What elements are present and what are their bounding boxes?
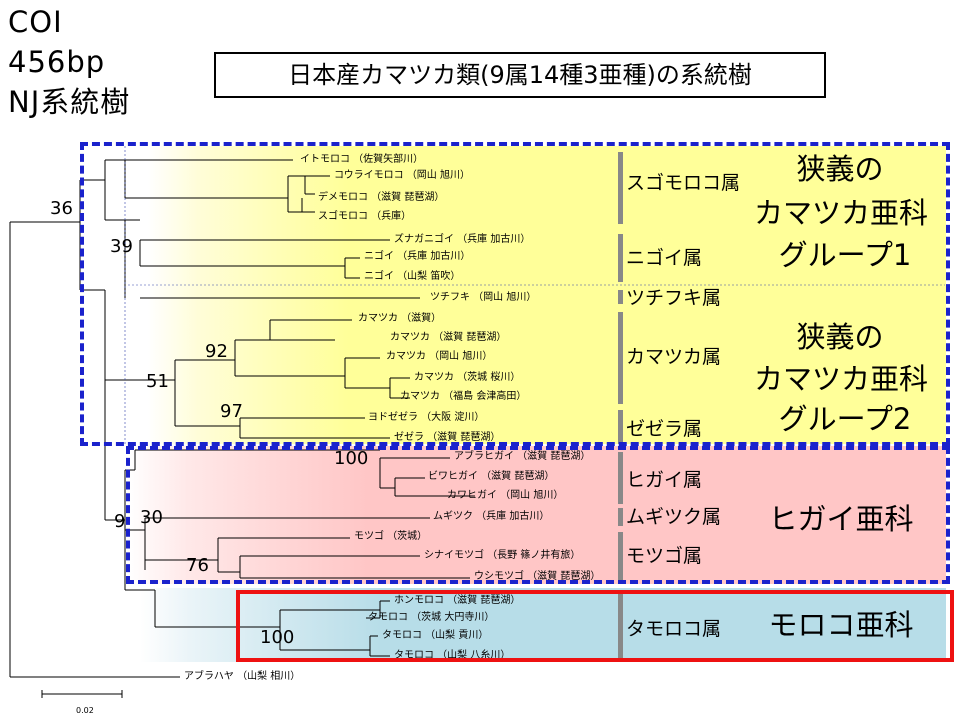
group-background-blue bbox=[140, 588, 946, 662]
taxon-label: ビワヒガイ （滋賀 琵琶湖） bbox=[428, 471, 555, 482]
taxon-label: ホンモロコ （滋賀 琵琶湖） bbox=[394, 595, 521, 606]
bootstrap-value: 36 bbox=[50, 198, 73, 219]
genus-bar-nigoi bbox=[618, 234, 623, 282]
taxon-label: イトモロコ （佐賀矢部川） bbox=[300, 154, 424, 165]
group-background-yellow bbox=[128, 146, 946, 444]
subfamily-label: カマツカ亜科 bbox=[753, 362, 928, 396]
genus-label: ゼゼラ属 bbox=[626, 418, 703, 440]
taxon-label: デメモロコ （滋賀 琵琶湖） bbox=[318, 192, 445, 203]
genus-label: タモロコ属 bbox=[626, 618, 722, 640]
subfamily-label: 狭義の bbox=[796, 152, 884, 186]
taxon-label: モツゴ （茨城） bbox=[354, 531, 428, 542]
genus-label: カマツカ属 bbox=[626, 346, 722, 368]
taxon-label: カマツカ （滋賀 琵琶湖） bbox=[390, 332, 507, 343]
bootstrap-value: 9 bbox=[114, 511, 126, 532]
genus-bar-zezera bbox=[618, 410, 623, 444]
subfamily-label: 狭義の bbox=[796, 320, 884, 354]
genus-bar-kamatsuka bbox=[618, 312, 623, 404]
genus-label: ムギツク属 bbox=[626, 506, 722, 528]
genus-bar-motsugo bbox=[618, 532, 623, 582]
group-frame-narrow-subfamily bbox=[80, 142, 950, 446]
group-background-pink bbox=[128, 446, 946, 584]
scale-bar-label: 0.02 bbox=[76, 706, 94, 715]
bootstrap-value: 30 bbox=[140, 507, 163, 528]
subfamily-label: グループ2 bbox=[778, 402, 912, 436]
taxon-label: カマツカ （滋賀） bbox=[358, 313, 442, 324]
taxon-label: ウシモツゴ （滋賀 琵琶湖） bbox=[474, 571, 601, 582]
bootstrap-value: 97 bbox=[220, 401, 243, 422]
subfamily-label: カマツカ亜科 bbox=[753, 196, 928, 230]
taxon-label: ヨドゼゼラ （大阪 淀川） bbox=[368, 412, 485, 423]
marker-label: COI bbox=[8, 5, 63, 39]
genus-bar-tamoroko bbox=[618, 594, 623, 658]
taxon-label: カワヒガイ （岡山 旭川） bbox=[447, 490, 564, 501]
genus-bar-sugomoroko bbox=[618, 152, 623, 224]
tree-branches bbox=[9, 146, 945, 678]
bootstrap-value: 92 bbox=[205, 341, 228, 362]
bootstrap-value: 51 bbox=[146, 371, 169, 392]
subfamily-label: モロコ亜科 bbox=[768, 608, 914, 642]
taxon-label: ニゴイ （兵庫 加古川） bbox=[364, 251, 471, 262]
method-label: NJ系統樹 bbox=[8, 85, 131, 119]
taxon-label: カマツカ （岡山 旭川） bbox=[386, 351, 493, 362]
taxon-label: カマツカ （福島 会津高田） bbox=[400, 391, 527, 402]
group-frame-moroko-subfamily bbox=[236, 590, 954, 662]
bootstrap-value: 100 bbox=[260, 627, 295, 648]
subfamily-label: グループ1 bbox=[778, 238, 912, 272]
taxon-label: カマツカ （茨城 桜川） bbox=[414, 372, 521, 383]
taxon-label: アブラハヤ （山梨 相川） bbox=[184, 671, 301, 682]
taxon-label: ツチフキ （岡山 旭川） bbox=[430, 292, 537, 303]
genus-label: ヒガイ属 bbox=[626, 469, 703, 491]
genus-bars bbox=[618, 152, 623, 658]
taxon-label: タモロコ （山梨 八糸川） bbox=[394, 650, 511, 661]
taxon-label: スゴモロコ （兵庫） bbox=[318, 211, 412, 222]
genus-label: ツチフキ属 bbox=[626, 287, 722, 309]
taxon-label: タモロコ （茨城 大円寺川） bbox=[368, 612, 495, 623]
taxon-label: ムギツク （兵庫 加古川） bbox=[433, 511, 550, 522]
group-frame-higai-subfamily bbox=[126, 446, 950, 584]
taxon-label: コウライモロコ （岡山 旭川） bbox=[334, 170, 470, 181]
taxon-label: アブラヒガイ （滋賀 琵琶湖） bbox=[454, 451, 591, 462]
bootstrap-value: 39 bbox=[110, 236, 133, 257]
page-title: 日本産カマツカ類(9属14種3亜種)の系統樹 bbox=[214, 52, 826, 98]
taxon-label: ズナガニゴイ （兵庫 加古川） bbox=[394, 234, 531, 245]
scale-bar bbox=[41, 690, 123, 698]
genus-bar-higai bbox=[618, 452, 623, 504]
subfamily-label: ヒガイ亜科 bbox=[768, 502, 914, 536]
genus-bar-mugitsuku bbox=[618, 508, 623, 526]
taxon-label: ニゴイ （山梨 笛吹） bbox=[364, 271, 461, 282]
genus-label: ニゴイ属 bbox=[626, 247, 703, 269]
bootstrap-value: 100 bbox=[334, 448, 369, 469]
length-label: 456bp bbox=[8, 45, 106, 79]
genus-label: スゴモロコ属 bbox=[626, 172, 741, 194]
taxon-label: ゼゼラ （滋賀 琵琶湖） bbox=[394, 432, 501, 443]
taxon-label: タモロコ （山梨 貢川） bbox=[382, 630, 489, 641]
bootstrap-value: 76 bbox=[186, 555, 209, 576]
taxon-label: シナイモツゴ （長野 篠ノ井有旅） bbox=[424, 550, 581, 561]
genus-bar-tsuchifuki bbox=[618, 290, 623, 304]
genus-label: モツゴ属 bbox=[626, 545, 703, 567]
